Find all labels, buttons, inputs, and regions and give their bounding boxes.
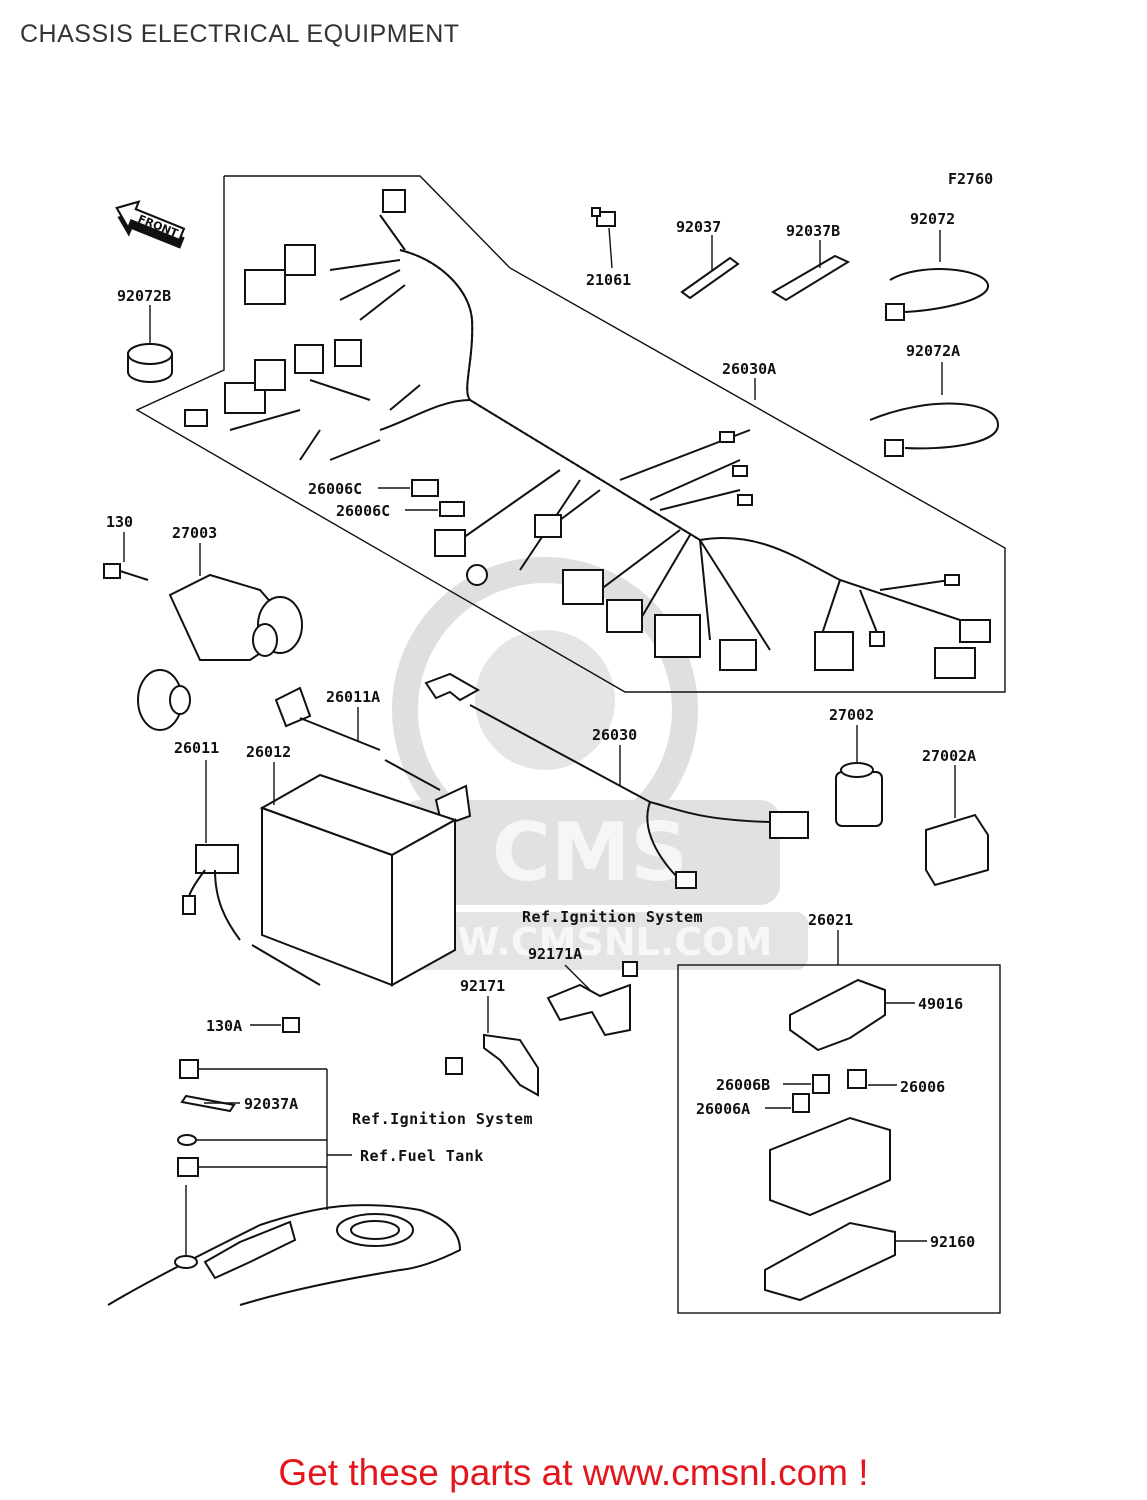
label-92171: 92171 xyxy=(460,977,505,995)
label-26021: 26021 xyxy=(808,911,853,929)
fuel-tank-outline xyxy=(107,1204,462,1306)
label-26011: 26011 xyxy=(174,739,219,757)
part-26006B-fuse xyxy=(812,1074,830,1094)
figure-code: F2760 xyxy=(948,170,993,188)
fuse-box-frame xyxy=(677,964,1001,1314)
part-130-bolt xyxy=(103,563,149,581)
part-26006-fuse xyxy=(847,1069,867,1089)
label-92037B: 92037B xyxy=(786,222,840,240)
part-92037B-strap xyxy=(771,254,851,302)
part-92037A-stack xyxy=(177,1059,236,1177)
part-130A-bolt xyxy=(282,1017,300,1033)
label-26030: 26030 xyxy=(592,726,637,744)
label-92037A: 92037A xyxy=(244,1095,298,1113)
part-26006A-fuse xyxy=(792,1093,810,1113)
part-26006C-fuse-a xyxy=(411,479,439,497)
label-27002: 27002 xyxy=(829,706,874,724)
part-26030-harness xyxy=(424,672,809,889)
label-27002A: 27002A xyxy=(922,747,976,765)
footer-promo-text: Get these parts at www.cmsnl.com ! xyxy=(278,1452,869,1493)
front-arrow-icon: FRONT xyxy=(115,200,186,249)
label-92072: 92072 xyxy=(910,210,955,228)
part-27002-relay xyxy=(835,762,883,827)
part-92160-fuse-box-bottom xyxy=(764,1221,896,1302)
label-92160: 92160 xyxy=(930,1233,975,1251)
label-26006: 26006 xyxy=(900,1078,945,1096)
part-92171A-bracket xyxy=(546,961,638,1037)
part-92072A-cable-tie xyxy=(869,402,1000,457)
label-26006A: 26006A xyxy=(696,1100,750,1118)
harness-panel-outline xyxy=(135,175,1006,693)
part-92072B-sleeve xyxy=(127,343,173,383)
label-92171A: 92171A xyxy=(528,945,582,963)
label-49016: 49016 xyxy=(918,995,963,1013)
part-27002A-relay xyxy=(925,813,989,887)
part-26012-battery xyxy=(259,773,458,987)
label-130: 130 xyxy=(106,513,133,531)
label-26030A: 26030A xyxy=(722,360,776,378)
ref-fuel-tank: Ref.Fuel Tank xyxy=(360,1147,484,1165)
label-130A: 130A xyxy=(206,1017,242,1035)
ref-ignition-system-bottom: Ref.Ignition System xyxy=(352,1110,533,1128)
part-92037-strap xyxy=(680,256,740,300)
part-92171-bracket xyxy=(445,1033,539,1097)
label-27003: 27003 xyxy=(172,524,217,542)
part-27003-horns xyxy=(137,573,303,731)
watermark-brand: CMS xyxy=(492,806,688,899)
label-92072A: 92072A xyxy=(906,342,960,360)
part-fuse-box-body xyxy=(769,1116,891,1217)
label-92072B: 92072B xyxy=(117,287,171,305)
label-21061: 21061 xyxy=(586,271,631,289)
label-26012: 26012 xyxy=(246,743,291,761)
label-26006C-top: 26006C xyxy=(308,480,362,498)
part-26006C-fuse-b xyxy=(439,501,465,517)
part-49016-fuse-box-cover xyxy=(789,978,886,1052)
label-92037: 92037 xyxy=(676,218,721,236)
label-26011A: 26011A xyxy=(326,688,380,706)
page-title: CHASSIS ELECTRICAL EQUIPMENT xyxy=(20,20,460,48)
part-26011-cable xyxy=(182,844,321,986)
label-26006B: 26006B xyxy=(716,1076,770,1094)
label-26006C-bottom: 26006C xyxy=(336,502,390,520)
part-92072-cable-tie xyxy=(885,268,989,321)
ref-ignition-system-top: Ref.Ignition System xyxy=(522,908,703,926)
main-harness-26030A xyxy=(184,189,991,679)
part-21061-bolt xyxy=(591,207,616,227)
